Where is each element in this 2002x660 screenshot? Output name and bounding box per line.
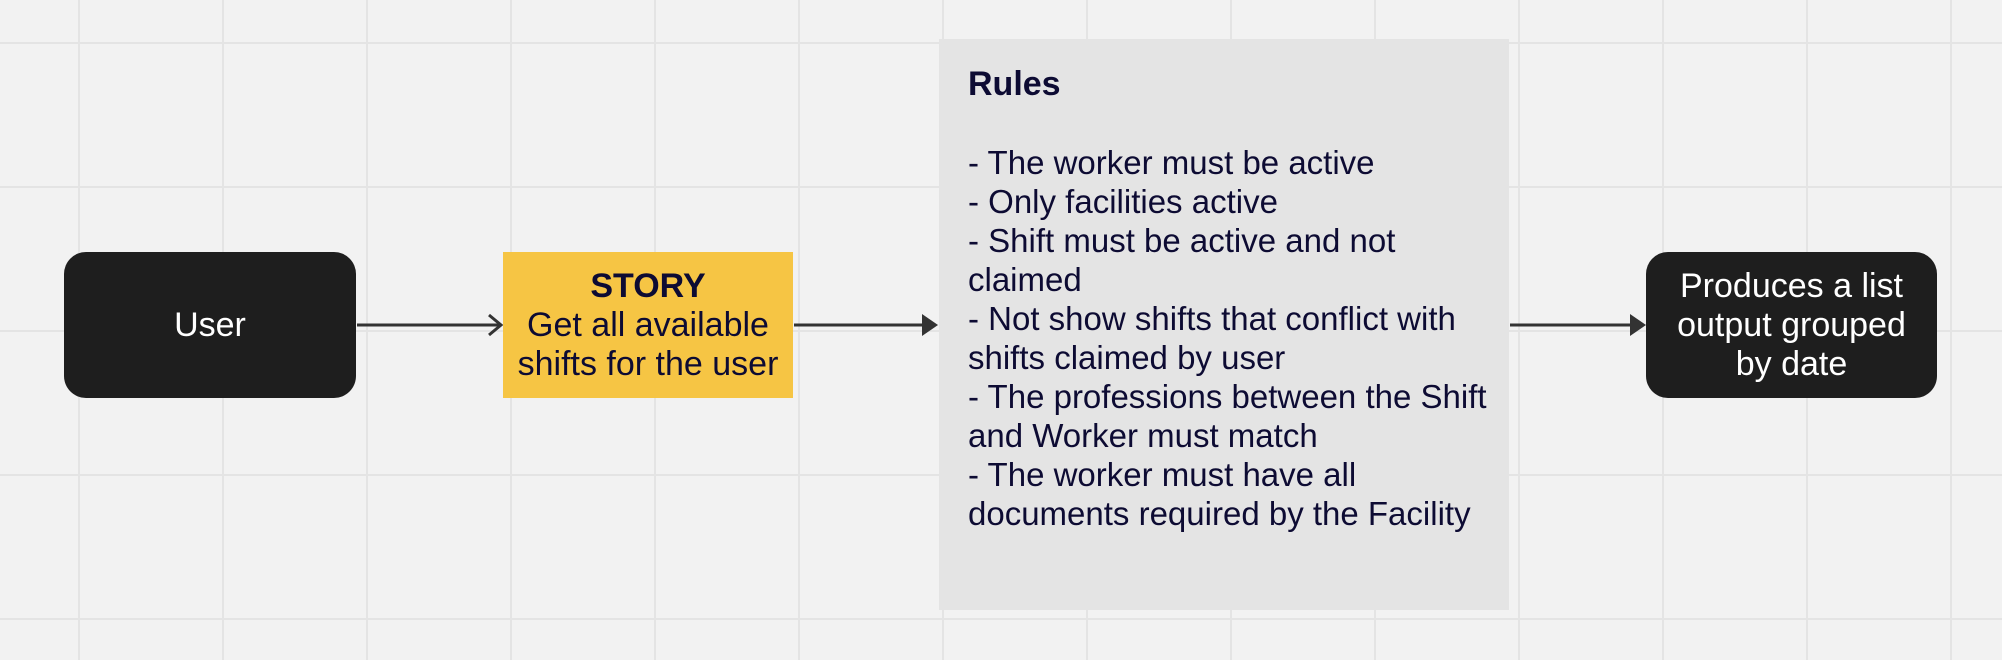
story-text-line-2: shifts for the user xyxy=(517,344,779,383)
story-text-line-1: Get all available xyxy=(527,305,769,344)
user-node[interactable]: User xyxy=(64,252,356,398)
rule-item: - Only facilities active xyxy=(968,183,1278,220)
output-node[interactable]: Produces a list output grouped by date xyxy=(1646,252,1937,398)
rule-item: - The worker must be active xyxy=(968,144,1375,181)
rules-node[interactable]: Rules - The worker must be active - Only… xyxy=(939,39,1509,610)
rule-item: - The professions between the Shift and … xyxy=(968,378,1487,454)
arrow-user-to-story-head xyxy=(488,313,504,337)
story-title: STORY xyxy=(590,266,706,305)
rules-list: - The worker must be active - Only facil… xyxy=(968,143,1489,533)
rules-title: Rules xyxy=(968,65,1061,103)
output-text-line-2: output grouped xyxy=(1677,305,1906,344)
output-text-line-1: Produces a list xyxy=(1680,266,1903,305)
rule-item: - Not show shifts that conflict with shi… xyxy=(968,300,1456,376)
story-node[interactable]: STORY Get all available shifts for the u… xyxy=(503,252,793,398)
rule-item: - The worker must have all documents req… xyxy=(968,456,1471,532)
arrow-rules-to-output-head xyxy=(1630,314,1646,336)
arrow-story-to-rules-head xyxy=(922,314,938,336)
rule-item: - Shift must be active and not claimed xyxy=(968,222,1396,298)
user-label: User xyxy=(174,305,246,344)
output-text-line-3: by date xyxy=(1735,344,1848,383)
